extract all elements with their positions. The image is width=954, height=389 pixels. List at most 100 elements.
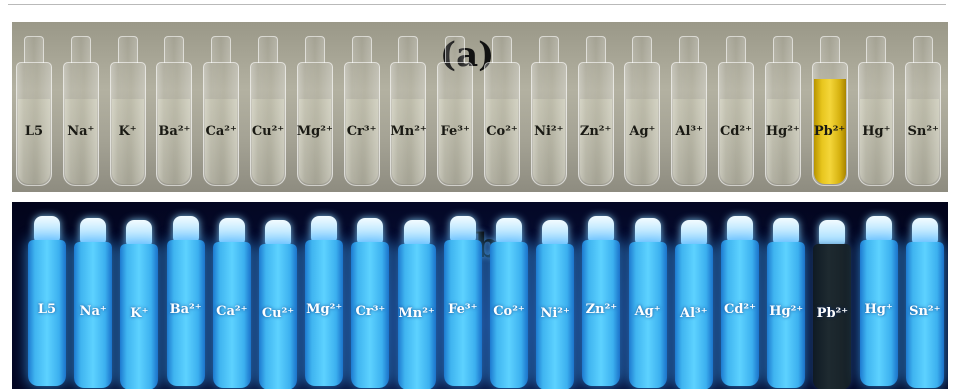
vial-cap xyxy=(311,216,338,242)
ion-label: Zn²⁺ xyxy=(579,124,612,139)
vial-solution xyxy=(252,98,284,184)
ion-label: Cd²⁺ xyxy=(720,124,752,139)
ion-label: Fe³⁺ xyxy=(448,302,478,317)
vial-body-fluorescent xyxy=(351,242,390,388)
ion-label: Ag⁺ xyxy=(634,304,661,319)
ion-label: Hg²⁺ xyxy=(765,124,800,139)
vial-b: Ag⁺ xyxy=(628,218,667,388)
vial-cap xyxy=(34,216,60,242)
ion-label: Mn²⁺ xyxy=(398,306,435,321)
vial-body xyxy=(624,62,661,186)
vial-neck xyxy=(351,36,372,63)
vial-body-fluorescent xyxy=(674,244,713,389)
vial-cap xyxy=(819,220,846,246)
vial-body xyxy=(671,62,708,186)
top-rule xyxy=(8,4,946,5)
vial-body-fluorescent xyxy=(28,240,66,386)
ion-label: Zn²⁺ xyxy=(585,302,618,317)
vial-cap xyxy=(727,216,753,242)
vial-solution xyxy=(205,98,238,184)
vial-cap xyxy=(265,220,291,246)
vial-a: Ca²⁺ xyxy=(203,28,240,186)
vial-neck xyxy=(70,36,91,63)
ion-label: Ca²⁺ xyxy=(205,124,237,139)
vial-body xyxy=(109,62,146,186)
vial-neck xyxy=(445,36,466,63)
vial-cap xyxy=(449,216,476,242)
vial-a: Hg⁺ xyxy=(858,28,895,186)
vial-a: Pb²⁺ xyxy=(811,28,848,186)
vial-a: Ni²⁺ xyxy=(530,28,567,186)
vial-b: Hg⁺ xyxy=(859,216,898,386)
vial-neck xyxy=(679,36,700,63)
vial-neck xyxy=(585,36,606,63)
vial-solution xyxy=(345,98,378,184)
vial-neck xyxy=(24,36,44,63)
vial-neck xyxy=(726,36,746,63)
ion-label: Hg⁺ xyxy=(864,302,893,317)
vial-a: Ba²⁺ xyxy=(156,28,193,186)
vial-cap xyxy=(357,218,384,244)
vial-a: Cu²⁺ xyxy=(250,28,286,186)
vial-solution xyxy=(860,98,893,184)
vial-b: Cd²⁺ xyxy=(721,216,759,386)
vial-body-fluorescent xyxy=(166,240,205,386)
vial-body-fluorescent xyxy=(582,240,621,386)
ion-label: L5 xyxy=(37,302,57,317)
vial-a: L5 xyxy=(16,28,52,186)
ion-label: Sn²⁺ xyxy=(909,304,941,319)
ion-label: Ni²⁺ xyxy=(534,124,564,139)
vial-a: Cd²⁺ xyxy=(718,28,754,186)
ion-label: Pb²⁺ xyxy=(813,124,846,139)
ion-label: Co²⁺ xyxy=(493,304,525,319)
ion-label: Pb²⁺ xyxy=(816,306,849,321)
ion-label: Al³⁺ xyxy=(675,124,703,139)
ion-label: K⁺ xyxy=(130,306,149,321)
ion-label: Mn²⁺ xyxy=(390,124,427,139)
vial-body-fluorescent xyxy=(813,244,852,389)
vial-a: K⁺ xyxy=(109,28,146,186)
vial-body-fluorescent xyxy=(259,244,297,389)
vial-b: Na⁺ xyxy=(74,218,113,388)
vial-b: K⁺ xyxy=(120,220,159,389)
vial-body-fluorescent xyxy=(212,242,251,388)
vial-b: Hg²⁺ xyxy=(767,218,806,388)
ion-label: Ca²⁺ xyxy=(216,304,248,319)
vial-body xyxy=(811,62,848,186)
vial-body-fluorescent xyxy=(536,244,575,389)
vial-body xyxy=(296,62,333,186)
ion-label: Ba²⁺ xyxy=(158,124,191,139)
vial-cap xyxy=(218,218,245,244)
vial-cap xyxy=(680,220,707,246)
vial-body-fluorescent xyxy=(490,242,528,388)
vial-body xyxy=(16,62,52,186)
vial-a: Mg²⁺ xyxy=(296,28,333,186)
vial-solution xyxy=(486,98,518,184)
vial-body-fluorescent xyxy=(905,242,944,388)
vial-neck xyxy=(913,36,934,63)
vial-body xyxy=(343,62,380,186)
vial-solution xyxy=(532,98,565,184)
vial-neck xyxy=(772,36,793,63)
vial-b: Co²⁺ xyxy=(490,218,528,388)
vial-b: Al³⁺ xyxy=(674,220,713,389)
vial-body-fluorescent xyxy=(74,242,113,388)
vial-neck xyxy=(117,36,138,63)
vial-neck xyxy=(632,36,653,63)
vial-cap xyxy=(80,218,107,244)
ion-label: Hg⁺ xyxy=(862,124,891,139)
vial-body xyxy=(530,62,567,186)
ion-label: Ba²⁺ xyxy=(169,302,202,317)
vial-b: Pb²⁺ xyxy=(813,220,852,389)
vial-b: Ca²⁺ xyxy=(212,218,251,388)
ion-label: Cr³⁺ xyxy=(355,304,386,319)
vial-b: Ba²⁺ xyxy=(166,216,205,386)
vial-cap xyxy=(403,220,430,246)
vial-b: Sn²⁺ xyxy=(905,218,944,388)
vial-a: Cr³⁺ xyxy=(343,28,380,186)
vial-body-fluorescent xyxy=(721,240,759,386)
vial-b: Mg²⁺ xyxy=(305,216,344,386)
ion-label: Na⁺ xyxy=(79,304,107,319)
